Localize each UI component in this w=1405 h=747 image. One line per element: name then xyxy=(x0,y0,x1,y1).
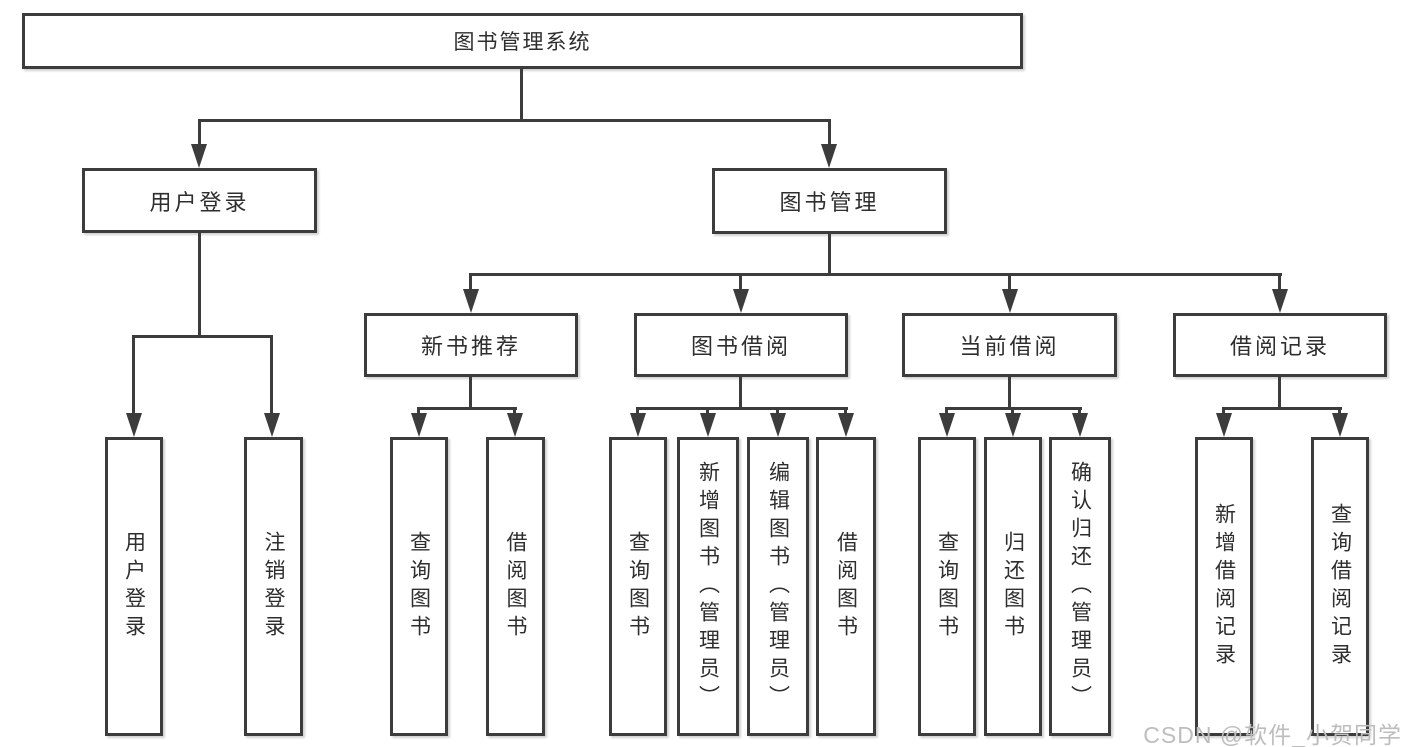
leaf-add-book-admin-label: 新增图书（管理员） xyxy=(696,460,720,713)
connector-line xyxy=(636,407,848,410)
node-book-management: 图书管理 xyxy=(712,168,947,234)
arrow-down-icon xyxy=(1005,413,1021,437)
leaf-query-books-current-label: 查询图书 xyxy=(935,530,959,643)
leaf-borrow-books-recommend: 借阅图书 xyxy=(486,437,545,736)
connector-line xyxy=(417,407,517,410)
node-new-book-recommend: 新书推荐 xyxy=(364,313,578,377)
leaf-query-books-current: 查询图书 xyxy=(918,437,976,736)
arrow-down-icon xyxy=(463,289,479,313)
connector-line xyxy=(739,273,742,291)
node-user-login: 用户登录 xyxy=(82,168,317,233)
leaf-return-books-label: 归还图书 xyxy=(1001,530,1025,643)
connector-line xyxy=(513,407,516,416)
leaf-query-books-recommend: 查询图书 xyxy=(390,437,448,736)
arrow-down-icon xyxy=(733,289,749,313)
arrow-down-icon xyxy=(939,413,955,437)
node-current-borrow-label: 当前借阅 xyxy=(959,334,1060,359)
leaf-query-books-borrow: 查询图书 xyxy=(609,437,667,736)
connector-line xyxy=(636,407,639,416)
leaf-user-login: 用户登录 xyxy=(105,437,163,736)
connector-line xyxy=(1222,407,1342,410)
arrow-down-icon xyxy=(838,413,854,437)
leaf-query-books-recommend-label: 查询图书 xyxy=(407,530,431,643)
connector-line xyxy=(469,273,472,291)
leaf-add-borrow-record: 新增借阅记录 xyxy=(1195,437,1253,736)
leaf-user-login-label: 用户登录 xyxy=(122,530,146,643)
connector-line xyxy=(1278,377,1281,410)
leaf-confirm-return-admin-label: 确认归还（管理员） xyxy=(1068,460,1092,713)
arrow-down-icon xyxy=(1216,413,1232,437)
leaf-borrow-books: 借阅图书 xyxy=(816,437,876,736)
node-book-borrow: 图书借阅 xyxy=(634,313,848,377)
connector-line xyxy=(1008,273,1011,291)
leaf-return-books: 归还图书 xyxy=(984,437,1042,736)
leaf-edit-book-admin-label: 编辑图书（管理员） xyxy=(766,460,790,713)
arrow-down-icon xyxy=(1272,289,1288,313)
arrow-down-icon xyxy=(411,413,427,437)
connector-line xyxy=(270,335,273,415)
node-current-borrow: 当前借阅 xyxy=(902,313,1117,377)
connector-line xyxy=(739,377,742,410)
arrow-down-icon xyxy=(770,413,786,437)
leaf-add-borrow-record-label: 新增借阅记录 xyxy=(1212,502,1236,671)
arrow-down-icon xyxy=(191,144,207,168)
connector-line xyxy=(132,335,135,415)
leaf-query-borrow-record-label: 查询借阅记录 xyxy=(1328,502,1352,671)
arrow-down-icon xyxy=(1332,413,1348,437)
arrow-down-icon xyxy=(700,413,716,437)
arrow-down-icon xyxy=(126,413,142,437)
node-borrow-records-label: 借阅记录 xyxy=(1229,334,1330,359)
connector-line xyxy=(132,335,273,338)
connector-line xyxy=(844,407,847,416)
connector-line xyxy=(828,234,831,276)
leaf-edit-book-admin: 编辑图书（管理员） xyxy=(747,437,809,736)
leaf-query-books-borrow-label: 查询图书 xyxy=(626,530,650,643)
arrow-down-icon xyxy=(1002,289,1018,313)
node-book-management-label: 图书管理 xyxy=(779,190,880,215)
connector-line xyxy=(776,407,779,416)
connector-line xyxy=(1008,377,1011,410)
leaf-add-book-admin: 新增图书（管理员） xyxy=(677,437,739,736)
node-root: 图书管理系统 xyxy=(22,13,1023,69)
arrow-down-icon xyxy=(1072,413,1088,437)
node-borrow-records: 借阅记录 xyxy=(1173,313,1387,377)
arrow-down-icon xyxy=(630,413,646,437)
connector-line xyxy=(706,407,709,416)
node-user-login-label: 用户登录 xyxy=(149,189,250,215)
connector-line xyxy=(417,407,420,416)
connector-line xyxy=(1338,407,1341,416)
arrow-down-icon xyxy=(821,144,837,168)
connector-line xyxy=(470,273,1282,276)
leaf-confirm-return-admin: 确认归还（管理员） xyxy=(1049,437,1111,736)
connector-line xyxy=(1278,273,1281,291)
connector-line xyxy=(1011,407,1014,416)
connector-line xyxy=(1222,407,1225,416)
leaf-logout-label: 注销登录 xyxy=(262,530,285,643)
csdn-watermark: CSDN @软件_小贺同学 xyxy=(1143,722,1402,747)
connector-line xyxy=(828,119,831,147)
leaf-borrow-books-recommend-label: 借阅图书 xyxy=(504,530,527,643)
leaf-logout: 注销登录 xyxy=(244,437,303,736)
node-book-borrow-label: 图书借阅 xyxy=(690,334,791,359)
connector-line xyxy=(1078,407,1081,416)
connector-line xyxy=(198,119,831,122)
arrow-down-icon xyxy=(507,413,523,437)
leaf-borrow-books-label: 借阅图书 xyxy=(834,530,858,643)
connector-line xyxy=(198,232,201,338)
arrow-down-icon xyxy=(264,413,280,437)
leaf-query-borrow-record: 查询借阅记录 xyxy=(1311,437,1369,736)
connector-line xyxy=(469,377,472,410)
connector-line xyxy=(945,407,948,416)
node-root-label: 图书管理系统 xyxy=(453,31,592,54)
connector-line xyxy=(520,68,523,122)
node-new-book-recommend-label: 新书推荐 xyxy=(420,334,521,359)
connector-line xyxy=(198,119,201,147)
